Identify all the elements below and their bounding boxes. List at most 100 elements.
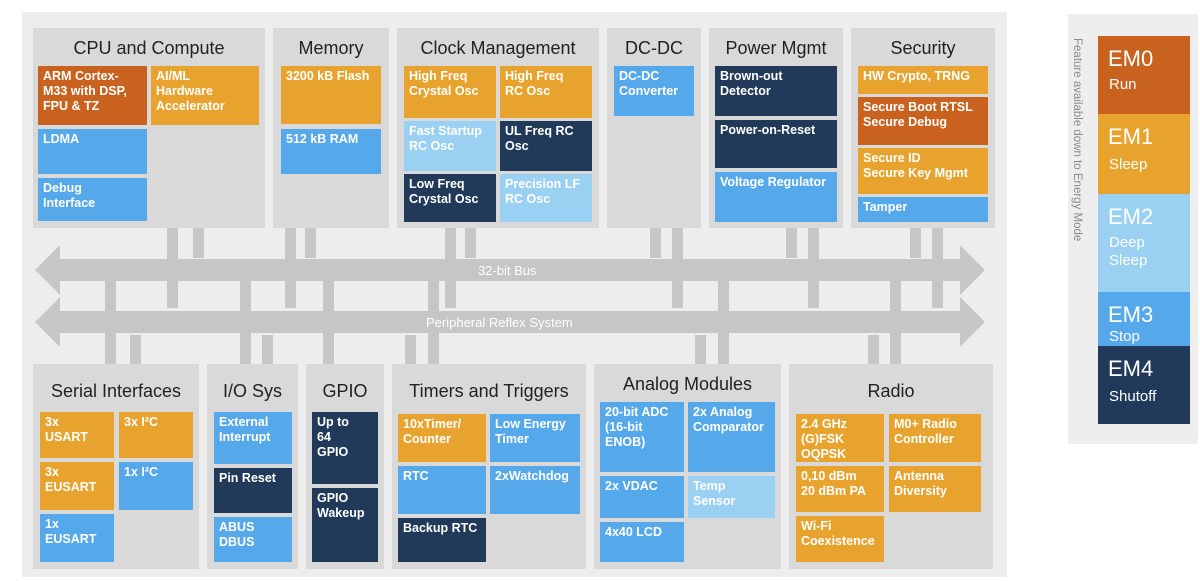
- connector: [786, 228, 797, 258]
- clock-title: Clock Management: [420, 38, 576, 58]
- dcdc-converter-block: DC-DC Converter: [614, 66, 694, 116]
- m0-controller-block: M0+ Radio Controller: [889, 414, 981, 462]
- temp-sensor-block: Temp Sensor: [688, 476, 775, 518]
- rtc-block: RTC: [398, 466, 486, 514]
- em3-name: EM3: [1108, 302, 1154, 327]
- dcdc-title: DC-DC: [625, 38, 683, 58]
- connector: [405, 335, 416, 370]
- connector: [305, 228, 316, 258]
- flash-block: 3200 kB Flash: [281, 66, 381, 124]
- hw-crypto-block: HW Crypto, TRNG: [858, 66, 988, 94]
- timers-title: Timers and Triggers: [409, 381, 569, 401]
- vdac-block: 2x VDAC: [600, 476, 684, 518]
- security-title: Security: [890, 38, 956, 58]
- em2-name: EM2: [1108, 204, 1154, 229]
- em1-desc: Sleep: [1109, 156, 1148, 173]
- ram-block: 512 kB RAM: [281, 129, 381, 174]
- connector: [193, 228, 204, 258]
- comparator-block: 2x Analog Comparator: [688, 402, 775, 472]
- tamper-block: Tamper: [858, 197, 988, 222]
- ghz-block: 2.4 GHz (G)FSK OQPSK: [796, 414, 884, 462]
- i2c3-block: 3x I²C: [119, 412, 193, 458]
- eusart3-block: 3x EUSART: [40, 462, 114, 510]
- connector: [130, 335, 141, 370]
- connector: [650, 228, 661, 258]
- voltage-regulator-block: Voltage Regulator: [715, 172, 837, 222]
- io-title: I/O Sys: [222, 381, 282, 401]
- energy-mode-legend: Feature available down to Energy Mode EM…: [1068, 14, 1198, 444]
- power-on-reset-block: Power-on-Reset: [715, 120, 837, 168]
- arm-cortex-block: ARM Cortex- M33 with DSP, FPU & TZ: [38, 66, 147, 125]
- bus-arrows: [35, 245, 985, 347]
- connector: [465, 228, 476, 258]
- em1-name: EM1: [1108, 124, 1154, 149]
- aiml-block: AI/ML Hardware Accelerator: [151, 66, 259, 125]
- serial-title: Serial Interfaces: [50, 381, 182, 401]
- bus-32bit-label: 32-bit Bus: [478, 263, 537, 278]
- abus-dbus-block: ABUS DBUS: [214, 517, 292, 562]
- fast-startup-block: Fast Startup RC Osc: [404, 121, 496, 171]
- precision-lf-block: Precision LF RC Osc: [500, 174, 592, 222]
- em3-desc: Stop: [1109, 328, 1140, 345]
- le-timer-block: Low Energy Timer: [490, 414, 580, 462]
- connector: [695, 335, 706, 370]
- antenna-diversity-block: Antenna Diversity: [889, 466, 981, 512]
- memory-title: Memory: [298, 38, 364, 58]
- radio-panel: Radio 2.4 GHz (G)FSK OQPSK M0+ Radio Con…: [789, 364, 993, 569]
- em0-name: EM0: [1108, 46, 1154, 71]
- em4-name: EM4: [1108, 356, 1154, 381]
- clock-panel: Clock Management High Freq Crystal Osc H…: [397, 28, 599, 228]
- gpio-wakeup-block: GPIO Wakeup: [312, 488, 378, 562]
- ldma-block: LDMA: [38, 129, 147, 174]
- em2-mode: EM2 Deep Sleep: [1098, 194, 1190, 292]
- legend-vertical-label: Feature available down to Energy Mode: [1071, 38, 1083, 242]
- power-panel: Power Mgmt Brown-out Detector Power-on-R…: [709, 28, 843, 228]
- eusart1-block: 1x EUSART: [40, 514, 114, 562]
- serial-panel: Serial Interfaces 3x USART 3x I²C 3x EUS…: [33, 364, 199, 569]
- brown-out-block: Brown-out Detector: [715, 66, 837, 116]
- analog-title: Analog Modules: [622, 374, 753, 394]
- pin-reset-block: Pin Reset: [214, 468, 292, 513]
- external-interrupt-block: External Interrupt: [214, 412, 292, 464]
- secure-boot-block: Secure Boot RTSL Secure Debug: [858, 97, 988, 145]
- io-panel: I/O Sys External Interrupt Pin Reset ABU…: [207, 364, 298, 569]
- memory-panel: Memory 3200 kB Flash 512 kB RAM: [273, 28, 389, 228]
- connector: [910, 228, 921, 258]
- connector: [262, 335, 273, 370]
- watchdog-block: 2xWatchdog: [490, 466, 580, 514]
- pa-block: 0,10 dBm 20 dBm PA: [796, 466, 884, 512]
- security-panel: Security HW Crypto, TRNG Secure Boot RTS…: [851, 28, 995, 228]
- connector: [868, 335, 879, 370]
- power-title: Power Mgmt: [725, 38, 827, 58]
- bus-prs-arrow: [35, 297, 985, 347]
- timer-counter-block: 10xTimer/ Counter: [398, 414, 486, 462]
- hfxo-block: High Freq Crystal Osc: [404, 66, 496, 118]
- adc-block: 20-bit ADC (16-bit ENOB): [600, 402, 684, 472]
- radio-title: Radio: [867, 381, 915, 401]
- wifi-coexistence-block: Wi-Fi Coexistence: [796, 516, 884, 562]
- prs-label: Peripheral Reflex System: [426, 315, 573, 330]
- em4-mode: EM4 Shutoff: [1098, 346, 1190, 424]
- lfxo-block: Low Freq Crystal Osc: [404, 174, 496, 222]
- analog-panel: Analog Modules 20-bit ADC (16-bit ENOB) …: [594, 364, 781, 569]
- em3-mode: EM3 Stop: [1098, 292, 1190, 346]
- timers-panel: Timers and Triggers 10xTimer/ Counter Lo…: [392, 364, 586, 569]
- i2c1-block: 1x I²C: [119, 462, 193, 510]
- em2-desc: Deep Sleep: [1109, 234, 1148, 269]
- ulfrco-block: UL Freq RC Osc: [500, 121, 592, 171]
- em4-desc: Shutoff: [1109, 388, 1157, 405]
- secure-id-block: Secure ID Secure Key Mgmt: [858, 148, 988, 194]
- lcd-block: 4x40 LCD: [600, 522, 684, 562]
- dcdc-panel: DC-DC DC-DC Converter: [607, 28, 701, 228]
- em0-desc: Run: [1109, 76, 1137, 93]
- cpu-title: CPU and Compute: [73, 38, 225, 58]
- hfrco-block: High Freq RC Osc: [500, 66, 592, 118]
- usart-block: 3x USART: [40, 412, 114, 458]
- gpio-panel: GPIO Up to 64 GPIO GPIO Wakeup: [306, 364, 384, 569]
- cpu-panel: CPU and Compute ARM Cortex- M33 with DSP…: [33, 28, 265, 228]
- em1-mode: EM1 Sleep: [1098, 114, 1190, 194]
- gpio-title: GPIO: [322, 381, 368, 401]
- bus-32bit-arrow: [35, 245, 985, 295]
- em0-mode: EM0 Run: [1098, 36, 1190, 114]
- gpio-count-block: Up to 64 GPIO: [312, 412, 378, 484]
